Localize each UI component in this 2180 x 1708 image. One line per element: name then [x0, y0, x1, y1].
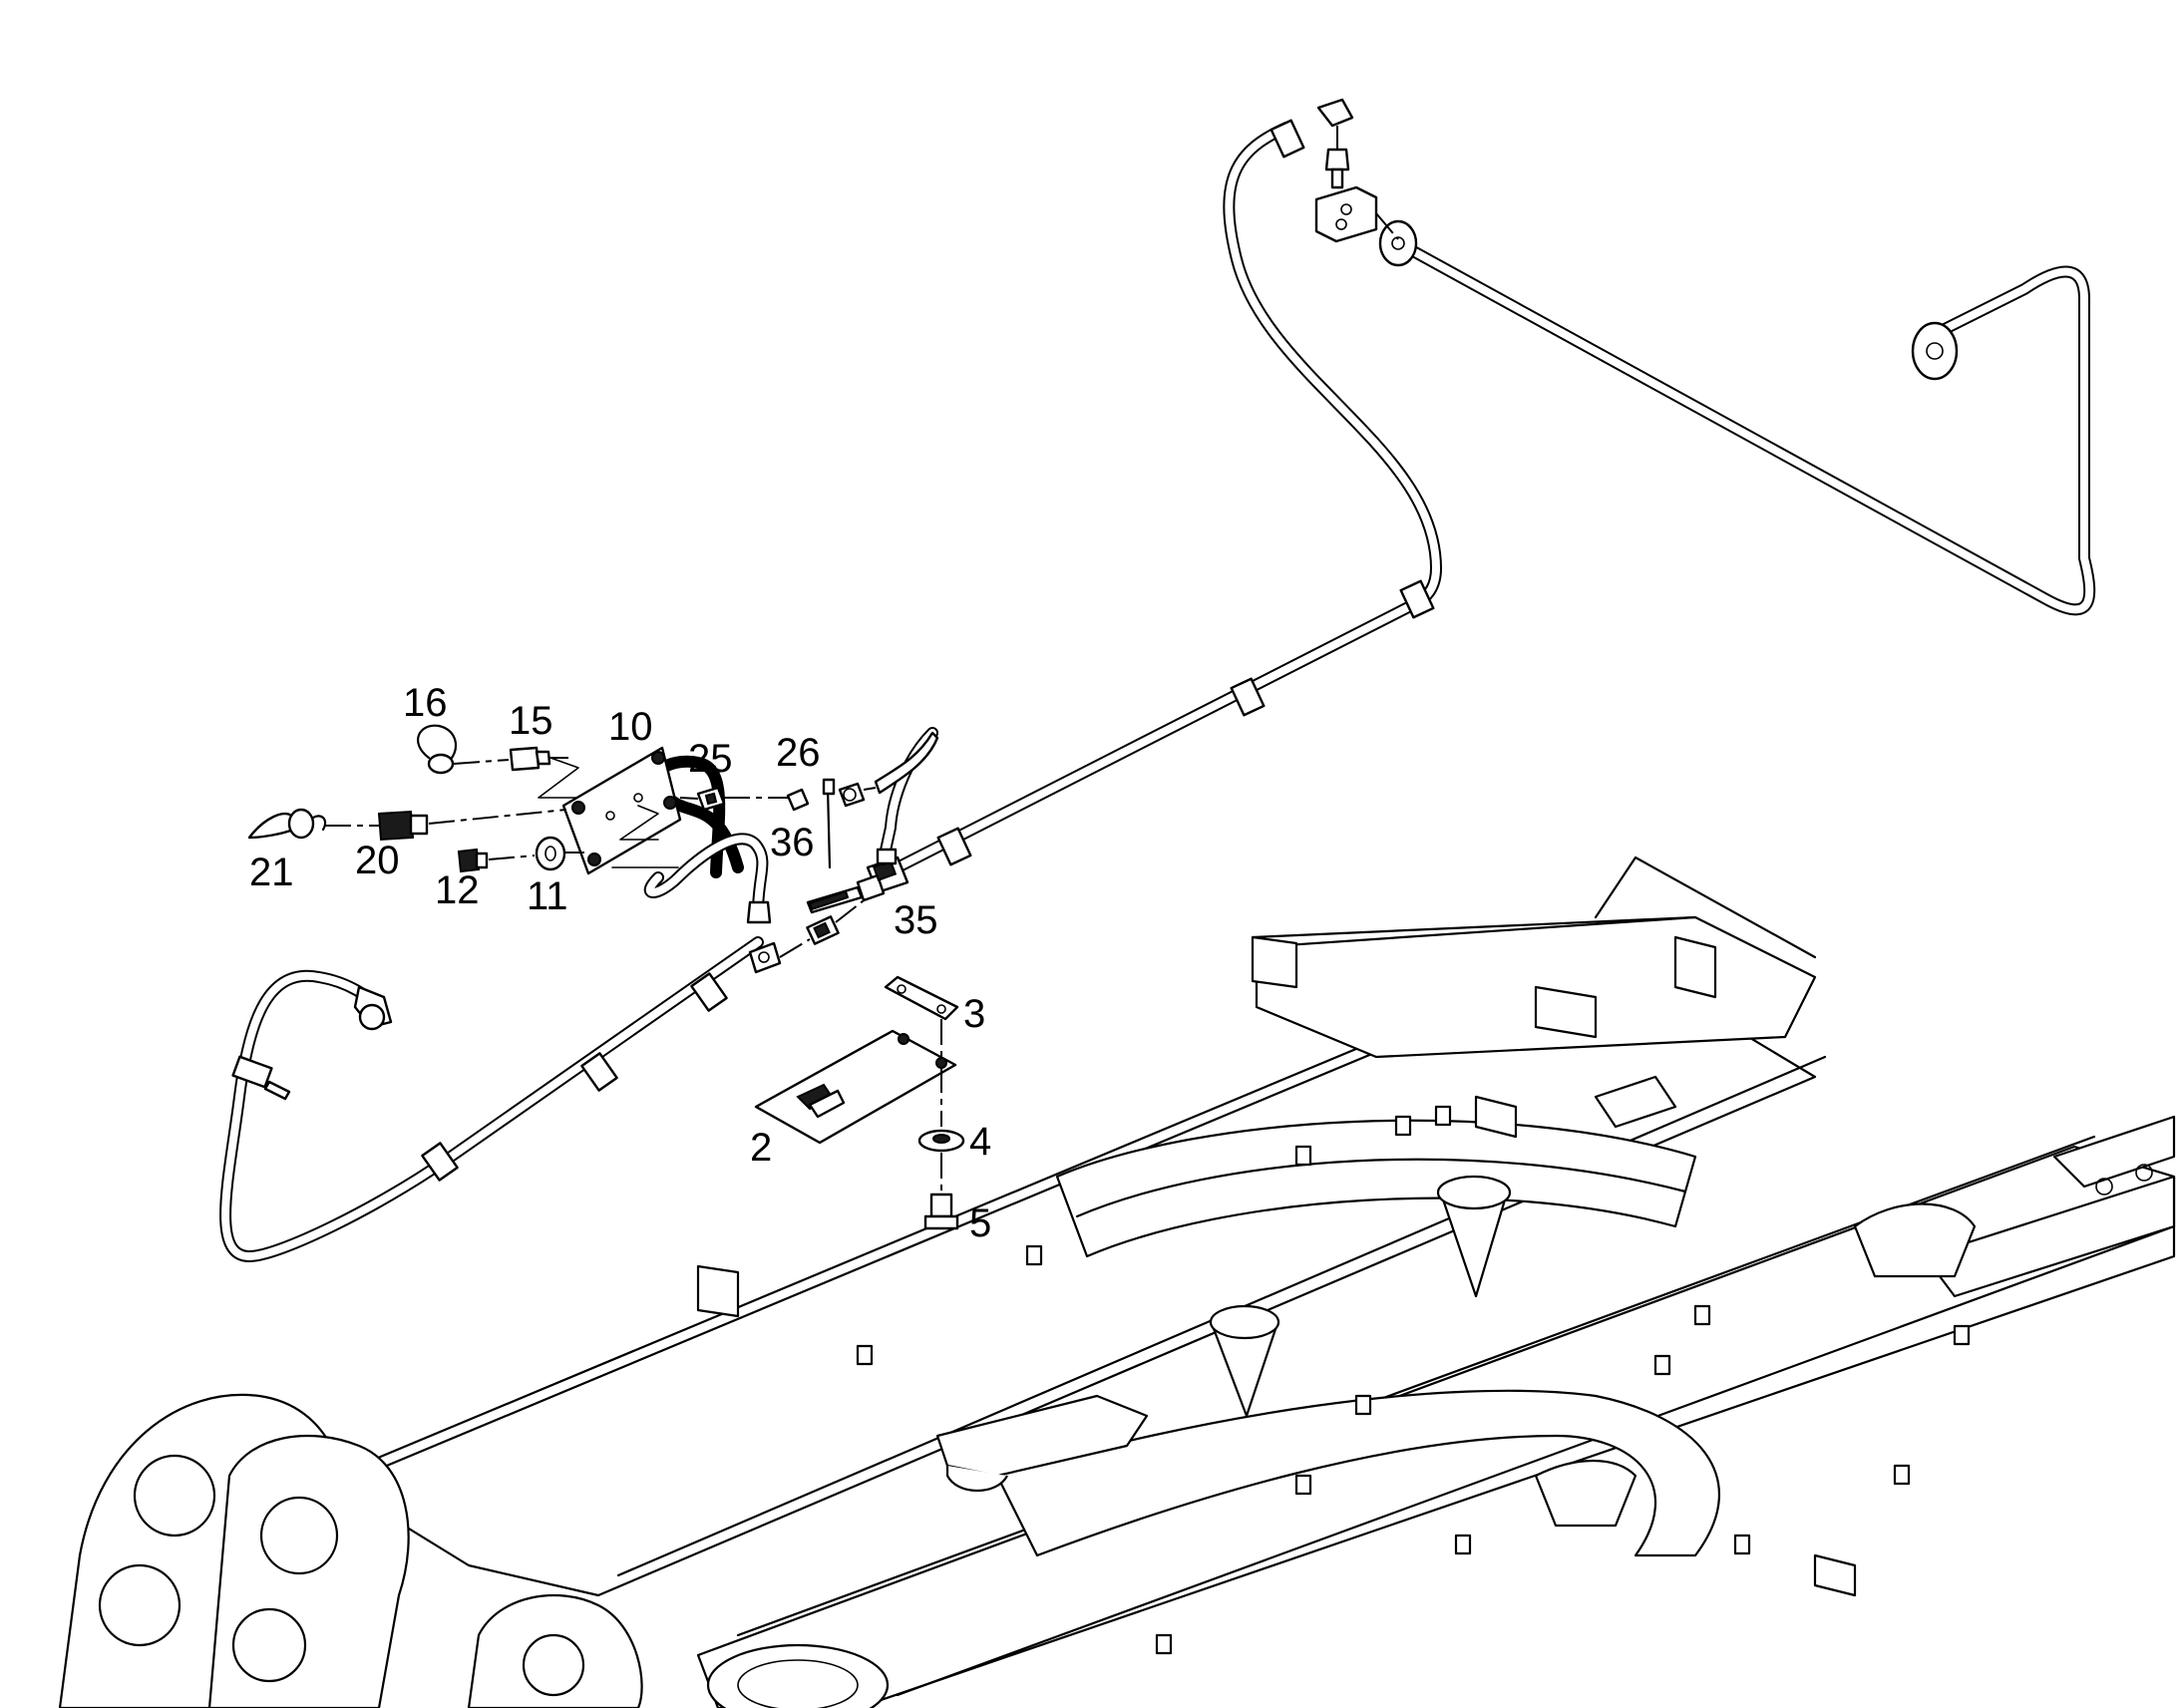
valve-assembly [748, 727, 939, 974]
callout-20: 20 [355, 839, 400, 882]
callout-5: 5 [969, 1201, 991, 1245]
lower-hose-line [219, 936, 764, 1262]
callout-10: 10 [608, 705, 653, 749]
callout-16: 16 [403, 681, 448, 725]
callout-labels: 16 15 10 25 26 36 21 20 12 11 35 3 4 2 5 [249, 681, 991, 1245]
callout-12: 12 [435, 868, 480, 912]
chassis-frame [58, 855, 2176, 1708]
callout-11: 11 [527, 874, 568, 918]
callout-36: 36 [770, 821, 815, 864]
hose-line [892, 119, 1442, 873]
callout-3: 3 [963, 992, 985, 1036]
callout-21: 21 [249, 851, 294, 894]
coupling-parts [247, 724, 788, 875]
frame-studs [856, 1105, 1971, 1655]
callout-2: 2 [750, 1126, 772, 1170]
callout-25: 25 [688, 737, 733, 781]
bracket-parts [754, 975, 965, 1230]
callout-15: 15 [509, 699, 553, 743]
callout-4: 4 [969, 1120, 991, 1164]
callout-26: 26 [776, 731, 821, 775]
callout-35: 35 [894, 898, 938, 942]
tube-assembly [1314, 98, 2096, 616]
